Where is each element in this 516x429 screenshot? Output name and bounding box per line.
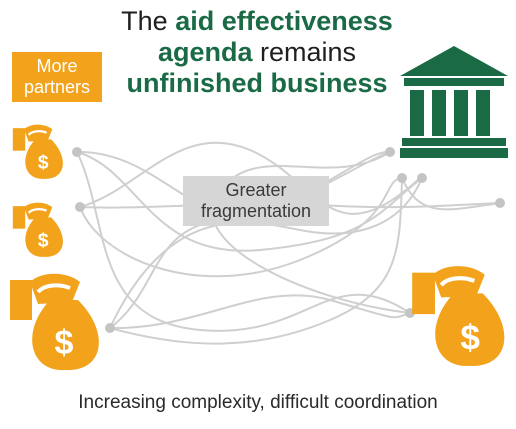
title-part-4: remains [252,37,357,67]
title-part-2: aid effectiveness [175,6,393,36]
more-partners-label: More partners [23,56,91,97]
money-bag-icon: $ [12,202,63,257]
title-part-1: The [121,6,176,36]
fragmentation-box: Greater fragmentation [183,176,329,226]
title-part-3: agenda [157,37,253,67]
more-partners-badge: More partners [12,52,102,102]
title-part-5: unfinished business [126,68,388,98]
footer-caption: Increasing complexity, difficult coordin… [78,392,438,413]
bank-icon [400,46,508,158]
money-bag-icon: $ [10,273,99,371]
svg-text:$: $ [38,231,49,252]
svg-text:$: $ [55,324,74,362]
page-title: The aid effectiveness agenda remains unf… [96,6,418,99]
fragmentation-label: Greater fragmentation [200,180,312,221]
svg-text:$: $ [38,153,49,174]
money-bag-icon: $ [12,124,63,179]
money-bag-icon: $ [412,266,505,367]
svg-text:$: $ [460,318,480,357]
